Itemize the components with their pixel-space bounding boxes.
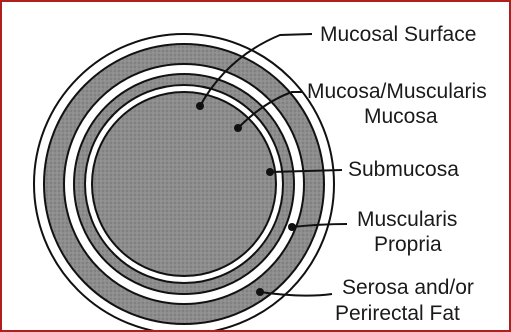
pointer-dot-mucosal-surface [196,102,204,110]
pointer-dot-muscularis [288,223,296,231]
label-submucosa: Submucosa [348,158,459,181]
pointer-dot-mucosa [234,124,242,132]
label-serosa-line1: Serosa and/or [342,276,474,299]
label-mucosal-surface: Mucosal Surface [320,23,476,46]
label-mucosa-line2: Mucosa [364,105,438,128]
label-serosa-line2: Perirectal Fat [335,302,460,325]
pointer-dot-serosa [256,288,264,296]
pointer-dot-submucosa [266,168,274,176]
label-muscularis-line1: Muscularis [357,208,457,231]
label-muscularis-line2: Propria [374,233,442,256]
label-mucosa-line1: Mucosa/Muscularis [307,80,487,103]
